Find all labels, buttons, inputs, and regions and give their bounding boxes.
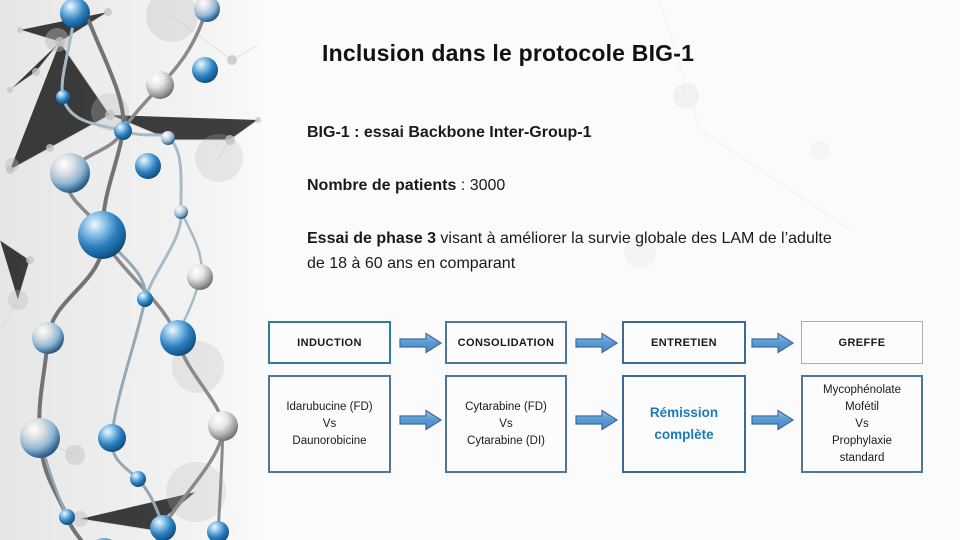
intro-line-big1-text: BIG-1 : essai Backbone Inter-Group-1 — [307, 124, 592, 141]
detail-text-consolidation: Cytarabine (FD) Vs Cytarabine (DI) — [465, 400, 547, 447]
stage-label-induction: INDUCTION — [297, 336, 362, 349]
patients-value: : 3000 — [456, 177, 506, 194]
stage-box-consolidation: CONSOLIDATION — [445, 321, 567, 364]
intro-text-block: BIG-1 : essai Backbone Inter-Group-1 Nom… — [307, 120, 842, 304]
stage-label-greffe: GREFFE — [838, 336, 886, 349]
essai-phase-label: Essai de phase 3 — [307, 230, 436, 247]
patients-label: Nombre de patients — [307, 177, 457, 194]
flow-arrow-icon — [751, 332, 794, 354]
detail-box-consolidation-drugs: Cytarabine (FD) Vs Cytarabine (DI) — [445, 375, 567, 473]
detail-text-greffe: Mycophénolate Mofétil Vs Prophylaxie sta… — [823, 383, 901, 464]
detail-box-remission: Rémission complète — [622, 375, 746, 473]
stage-label-entretien: ENTRETIEN — [651, 336, 717, 349]
slide-title: Inclusion dans le protocole BIG-1 — [322, 40, 695, 66]
flow-arrow-icon — [399, 409, 442, 431]
flow-arrow-icon — [751, 409, 794, 431]
stage-box-entretien: ENTRETIEN — [622, 321, 746, 364]
detail-box-induction-drugs: Idarubucine (FD) Vs Daunorobicine — [268, 375, 391, 473]
stage-box-induction: INDUCTION — [268, 321, 391, 364]
flow-arrow-icon — [575, 332, 618, 354]
intro-line-patients: Nombre de patients : 3000 — [307, 173, 842, 198]
detail-box-greffe-drugs: Mycophénolate Mofétil Vs Prophylaxie sta… — [801, 375, 923, 473]
flow-arrow-icon — [575, 409, 618, 431]
intro-line-essai: Essai de phase 3 visant à améliorer la s… — [307, 226, 842, 276]
detail-text-remission: Rémission complète — [649, 405, 719, 442]
detail-text-induction: Idarubucine (FD) Vs Daunorobicine — [286, 400, 373, 447]
stage-label-consolidation: CONSOLIDATION — [457, 336, 555, 349]
stage-box-greffe: GREFFE — [801, 321, 923, 364]
flow-arrow-icon — [399, 332, 442, 354]
intro-line-big1: BIG-1 : essai Backbone Inter-Group-1 — [307, 120, 842, 145]
essai-phase-description: visant à améliorer la survie globale des… — [307, 230, 832, 272]
